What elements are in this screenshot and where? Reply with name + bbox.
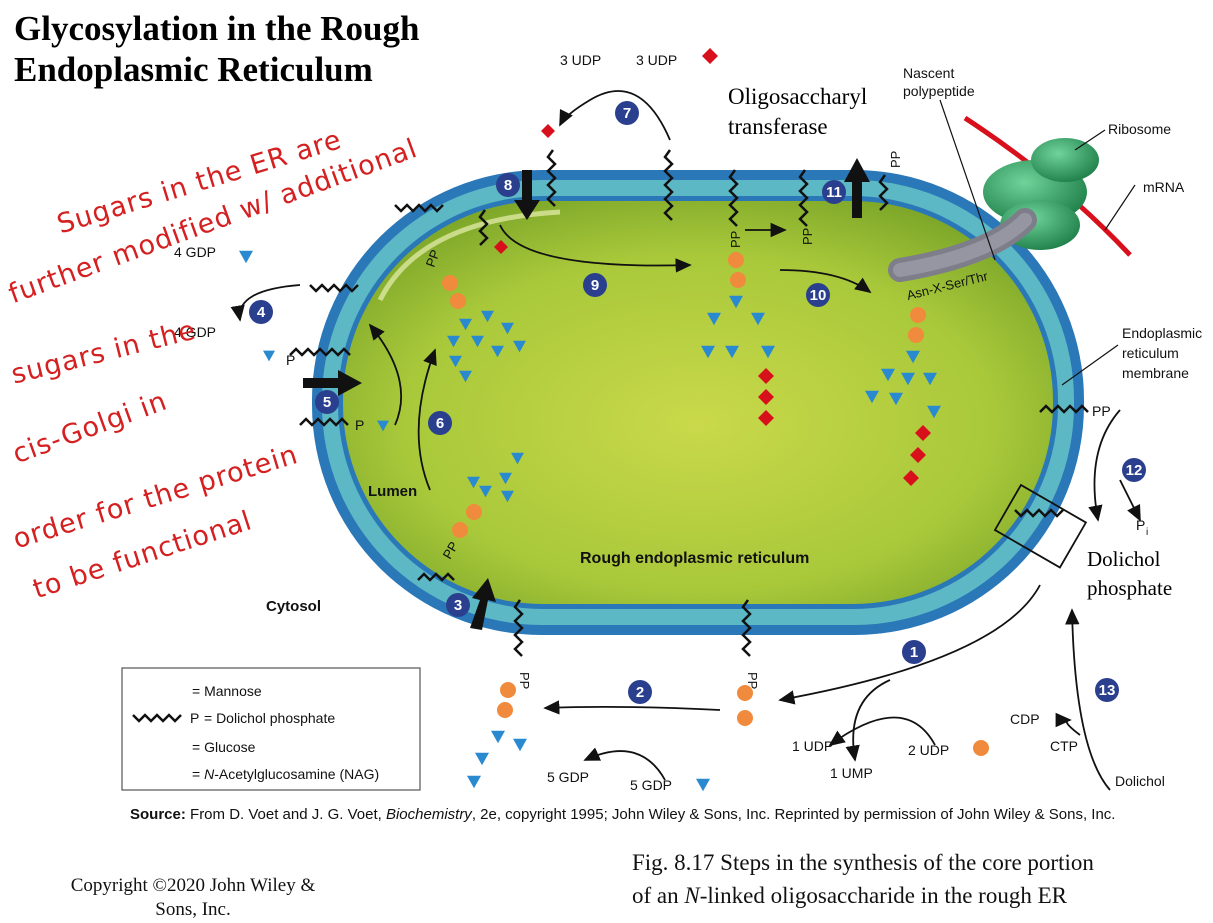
nag-marks [168,252,989,779]
step-6: 6 [428,411,452,435]
label-2udp: 2 UDP [908,742,949,758]
step-3: 3 [446,593,470,617]
figure-caption: Fig. 8.17 Steps in the synthesis of the … [632,850,1094,908]
label-polypeptide: polypeptide [903,83,975,99]
legend-mannose: = Mannose [192,683,262,699]
svg-text:10: 10 [810,287,827,304]
label-p-left2: P [355,417,364,433]
label-1udp: 1 UDP [792,738,833,754]
step-9: 9 [583,273,607,297]
step-11: 11 [822,180,846,204]
label-cdp: CDP [1010,711,1040,727]
label-pp-d: PP [888,151,903,168]
label-lumen: Lumen [368,483,417,500]
label-4gdp-a: 4 GDP [174,244,216,260]
svg-text:3: 3 [454,597,462,614]
title-line-2: Endoplasmic Reticulum [14,50,373,89]
svg-text:1: 1 [910,644,918,661]
label-5gdp-b: 5 GDP [630,777,672,793]
step-8: 8 [496,173,520,197]
step-7: 7 [615,101,639,125]
label-pp-f: PP [517,672,532,689]
step-2: 2 [628,680,652,704]
step-badges: 1 2 3 4 5 6 7 8 9 10 11 12 13 [249,101,1146,704]
er-membrane [312,170,1084,635]
legend-nag: = N-Acetylglucosamine (NAG) [192,766,379,782]
label-5gdp-a: 5 GDP [547,769,589,785]
step-4: 4 [249,300,273,324]
reaction-arrows [230,90,1141,791]
svg-text:13: 13 [1099,682,1116,699]
label-pi-sub: i [1146,527,1148,538]
dolichol-anchors [289,149,1089,657]
label-pp-c: PP [800,228,815,245]
ribosome [963,115,1132,257]
step-5: 5 [315,390,339,414]
label-3udp-b: 3 UDP [636,52,677,68]
label-pp-b: PP [728,231,743,248]
dolichol-phosphate-label: Dolichol phosphate [1087,547,1173,600]
label-er-membrane-3: membrane [1122,365,1189,381]
label-er-membrane-2: reticulum [1122,345,1179,361]
label-1ump: 1 UMP [830,765,873,781]
legend: = Mannose P = Dolichol phosphate = Gluco… [121,667,421,791]
label-er-membrane-1: Endoplasmic [1122,325,1202,341]
label-p-left: P [286,352,295,368]
legend-p: P [190,710,199,726]
svg-text:9: 9 [591,277,599,294]
label-4gdp-b: 4 GDP [174,324,216,340]
svg-text:5: 5 [323,394,331,411]
svg-text:2: 2 [636,684,644,701]
label-pp-g: PP [745,672,760,689]
label-ribosome: Ribosome [1108,121,1171,137]
step-12: 12 [1122,458,1146,482]
page-title: Glycosylation in the Rough Endoplasmic R… [14,8,419,90]
er-lumen [343,201,1053,604]
dolichol-phosphate-box [993,483,1088,569]
step-13: 13 [1095,678,1119,702]
title-line-1: Glycosylation in the Rough [14,9,420,48]
legend-dolichol-phosphate: = Dolichol phosphate [204,710,335,726]
svg-text:4: 4 [257,304,266,321]
diagram-labels: 3 UDP 3 UDP 4 GDP 4 GDP 5 GDP 5 GDP 1 UD… [174,52,1202,793]
label-pp-a: PP [423,248,443,269]
label-ctp: CTP [1050,738,1078,754]
label-dolichol: Dolichol [1115,773,1165,789]
legend-glucose: = Glucose [192,739,256,755]
label-pp-right: PP [1092,403,1111,419]
svg-text:12: 12 [1126,462,1143,479]
label-rough-er: Rough endoplasmic reticulum [580,550,809,567]
translocation-arrows [303,158,870,630]
svg-text:7: 7 [623,105,631,122]
source-credit: Source: From D. Voet and J. G. Voet, Bio… [130,806,1116,823]
svg-text:8: 8 [504,177,512,194]
label-mrna: mRNA [1143,179,1185,195]
label-3udp-a: 3 UDP [560,52,601,68]
label-nascent: Nascent [903,65,954,81]
step-10: 10 [806,283,830,307]
svg-text:11: 11 [826,184,842,201]
label-pi: P [1136,517,1145,533]
sugar-chains [168,48,989,792]
copyright-notice: Copyright ©2020 John Wiley & Sons, Inc. [70,875,316,920]
svg-text:6: 6 [436,415,444,432]
label-cytosol: Cytosol [266,598,321,615]
step-1: 1 [902,640,926,664]
oligosaccharyl-transferase-label: Oligosaccharyl transferase [728,84,868,139]
